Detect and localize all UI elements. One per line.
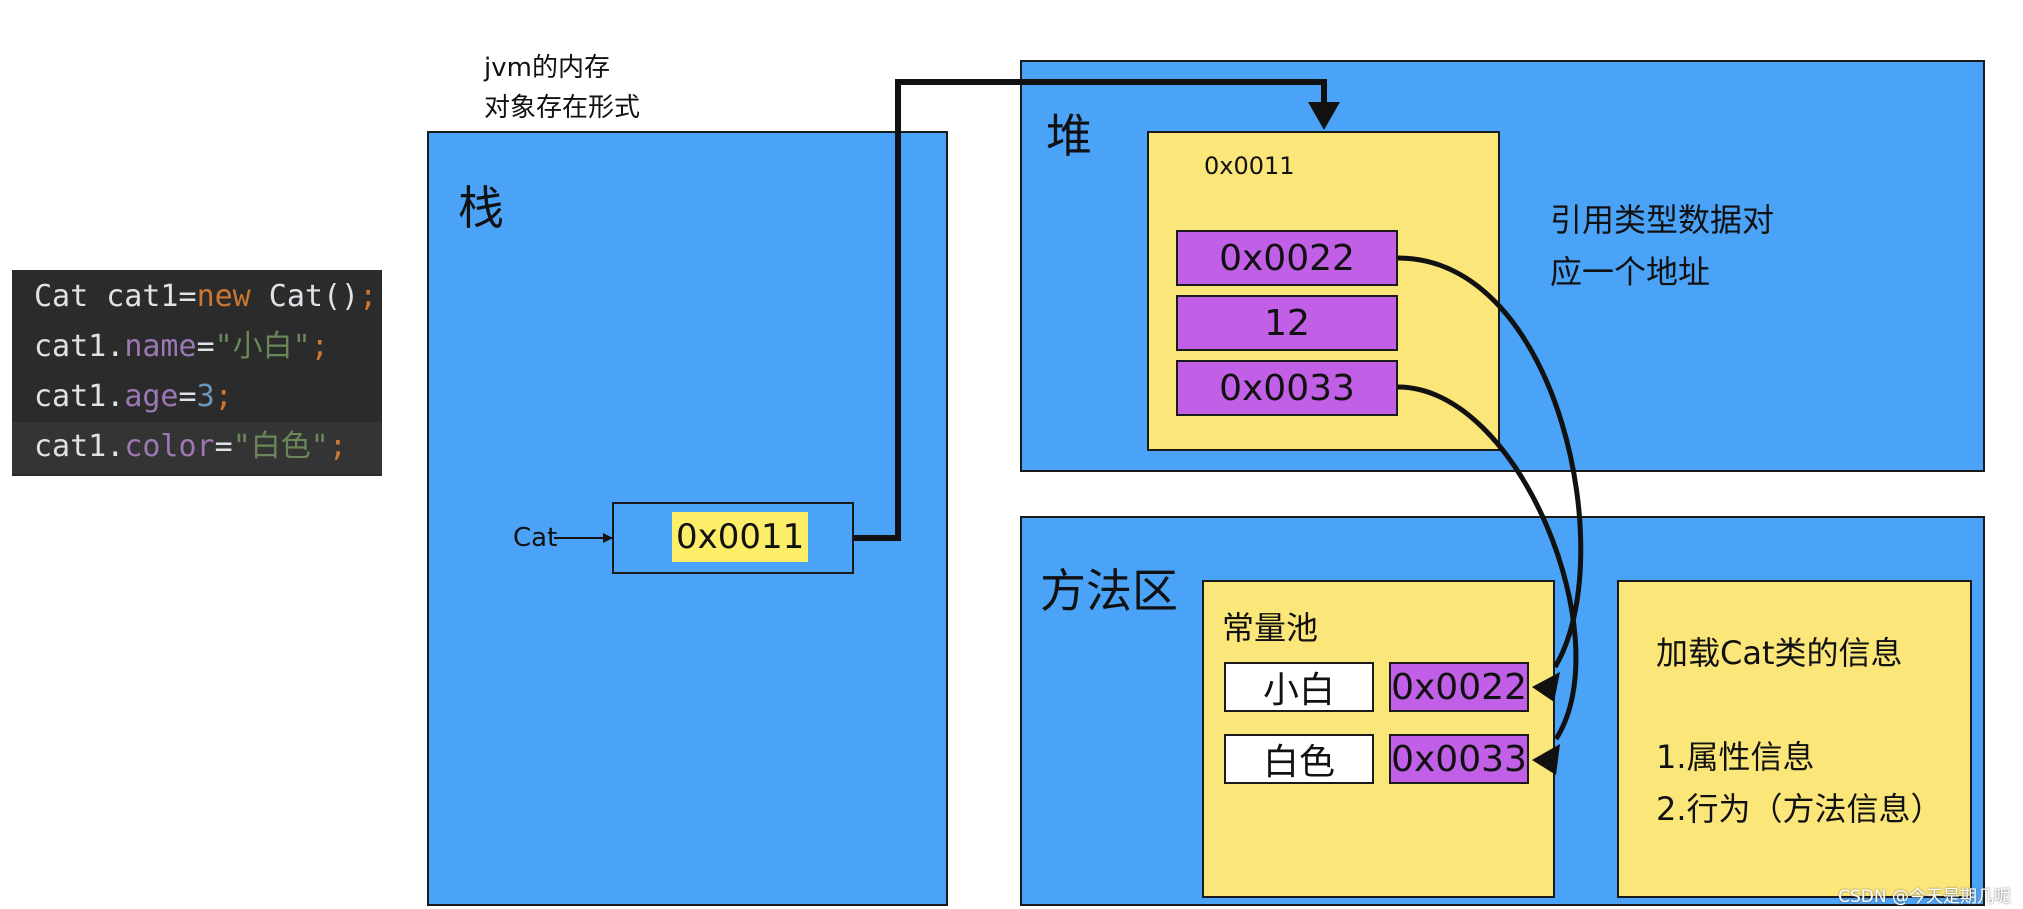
stack-ref-value: 0x0011 bbox=[672, 512, 809, 562]
code-token: "白色" bbox=[232, 429, 329, 464]
heap-title: 堆 bbox=[1046, 109, 1092, 163]
object-field: 12 bbox=[1176, 295, 1398, 351]
heap-note-line-2: 应一个地址 bbox=[1550, 253, 1711, 291]
class-info-title: 加载Cat类的信息 bbox=[1656, 634, 1903, 672]
watermark: CSDN @今天是期几呢 bbox=[1838, 887, 2011, 907]
stack-title: 栈 bbox=[458, 181, 504, 235]
heap-note: 引用类型数据对 应一个地址 bbox=[1550, 194, 1774, 298]
code-line: cat1.name="小白"; bbox=[34, 322, 329, 372]
code-line: Cat cat1=new Cat(); bbox=[34, 272, 377, 322]
object-field: 0x0022 bbox=[1176, 230, 1398, 286]
constant-value: 白色 bbox=[1224, 734, 1374, 784]
code-token: "小白" bbox=[214, 329, 311, 364]
code-token: ; bbox=[359, 279, 378, 314]
code-token: Cat() bbox=[250, 279, 360, 314]
code-token: cat1. bbox=[34, 379, 125, 414]
code-line: cat1.color="白色"; bbox=[34, 422, 347, 472]
caption-line-2: 对象存在形式 bbox=[484, 93, 641, 123]
code-token: Cat cat1= bbox=[34, 279, 197, 314]
code-token: ; bbox=[310, 329, 329, 364]
class-info-box bbox=[1617, 580, 1972, 898]
constant-value: 小白 bbox=[1224, 662, 1374, 712]
code-token: age bbox=[124, 379, 179, 414]
code-token: ; bbox=[328, 429, 347, 464]
code-token: = bbox=[178, 379, 197, 414]
object-field: 0x0033 bbox=[1176, 360, 1398, 416]
code-snippet: Cat cat1=new Cat(); cat1.name="小白"; cat1… bbox=[12, 270, 382, 476]
class-info-line-1: 1.属性信息 bbox=[1656, 738, 1815, 776]
constant-pool-title: 常量池 bbox=[1222, 609, 1319, 647]
code-token: = bbox=[214, 429, 233, 464]
heap-note-line-1: 引用类型数据对 bbox=[1550, 201, 1775, 239]
code-token: cat1. bbox=[34, 329, 125, 364]
constant-address: 0x0022 bbox=[1389, 662, 1529, 712]
diagram-caption: jvm的内存 对象存在形式 bbox=[484, 48, 744, 128]
code-token: name bbox=[124, 329, 197, 364]
code-token: cat1. bbox=[34, 429, 125, 464]
method-area-title: 方法区 bbox=[1040, 564, 1178, 618]
class-info-line-2: 2.行为（方法信息） bbox=[1656, 790, 1943, 828]
constant-address: 0x0033 bbox=[1389, 734, 1529, 784]
code-token: new bbox=[196, 279, 251, 314]
code-token: = bbox=[196, 329, 215, 364]
code-line: cat1.age=3; bbox=[34, 372, 233, 422]
code-token: 3 bbox=[196, 379, 215, 414]
caption-line-1: jvm的内存 bbox=[484, 53, 610, 83]
current-line-highlight bbox=[12, 422, 382, 474]
code-token: ; bbox=[214, 379, 233, 414]
stack-var-label: Cat bbox=[513, 523, 558, 553]
code-token: color bbox=[124, 429, 215, 464]
heap-object-address: 0x0011 bbox=[1204, 152, 1295, 180]
